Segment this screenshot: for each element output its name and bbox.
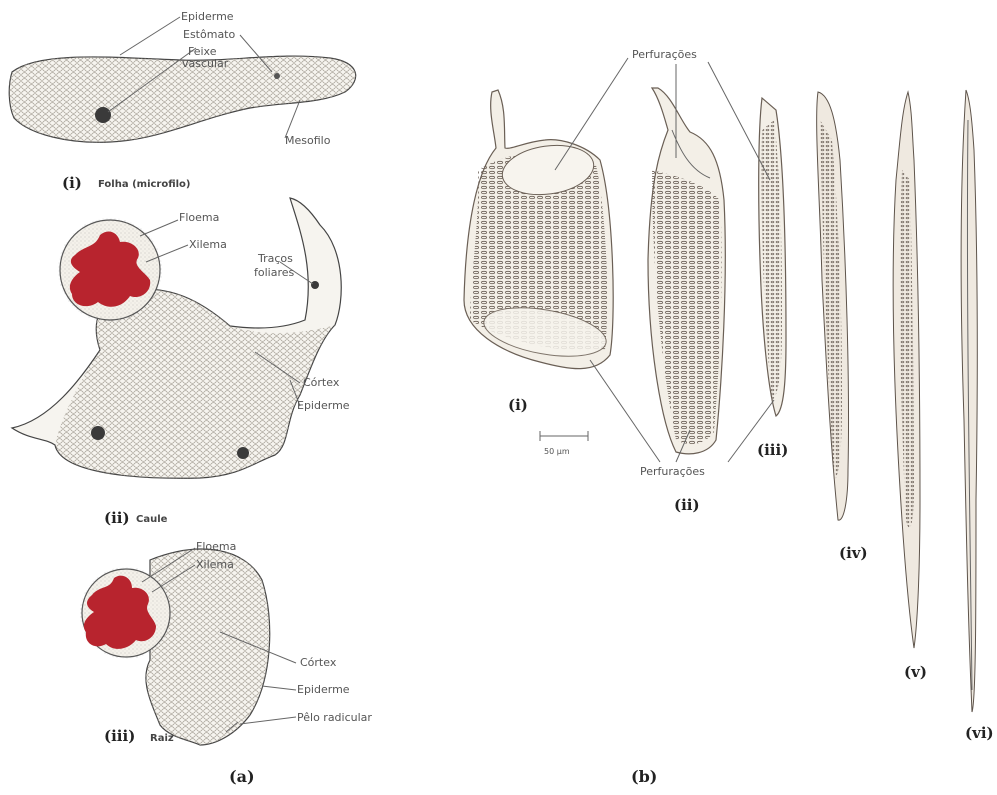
root-label-cortex: Córtex: [300, 656, 337, 669]
panel-a-label: (a): [229, 767, 255, 786]
vessel-element-i: [464, 90, 613, 369]
numeral-iv: (iv): [839, 544, 868, 562]
vascular-bundle-dot: [95, 107, 111, 123]
perforacoes-bottom-label: Perfurações: [640, 465, 705, 478]
stem-label-cortex: Córtex: [303, 376, 340, 389]
scale-bar: [540, 431, 588, 441]
stem-label-floema: Floema: [179, 211, 219, 224]
root-label-epiderme: Epiderme: [297, 683, 350, 696]
leaf-caption: Folha (microfilo): [98, 179, 191, 190]
numeral-iii: (iii): [757, 441, 788, 459]
scale-bar-label: 50 µm: [544, 447, 570, 456]
numeral-ii: (ii): [674, 496, 700, 514]
stomate-dot: [274, 73, 280, 79]
root-cross-section: [80, 549, 270, 745]
tracheid-iv: [817, 92, 849, 520]
leaf-numeral: (i): [62, 174, 82, 192]
root-label-floema: Floema: [196, 540, 236, 553]
stem-label-tracos-1: Traços: [257, 252, 293, 265]
leaf-label-epiderme: Epiderme: [181, 10, 234, 23]
root-label-xilema: Xilema: [196, 558, 234, 571]
stem-numeral: (ii): [104, 509, 130, 527]
stem-caption: Caule: [136, 514, 168, 525]
leaf-label-feixe-2: vascular: [182, 57, 229, 70]
root-label-pelo: Pêlo radicular: [297, 711, 372, 724]
leaf-label-mesofilo: Mesofilo: [285, 134, 331, 147]
stem-label-tracos-2: foliares: [254, 266, 295, 279]
stem-label-xilema: Xilema: [189, 238, 227, 251]
root-numeral: (iii): [104, 727, 135, 745]
numeral-vi: (vi): [965, 724, 994, 742]
numeral-i: (i): [508, 396, 528, 414]
tracheid-vi: [961, 90, 977, 712]
vessel-element-ii: [648, 88, 725, 454]
root-caption: Raiz: [150, 733, 174, 744]
panel-b-label: (b): [631, 767, 657, 786]
numeral-v: (v): [904, 663, 927, 681]
vessel-element-iii: [759, 98, 786, 416]
perforacoes-top-label: Perfurações: [632, 48, 697, 61]
stem-label-epiderme: Epiderme: [297, 399, 350, 412]
tracheid-v: [893, 92, 920, 648]
leaf-label-estomato: Estômato: [183, 28, 235, 41]
stem-cross-section: [12, 198, 341, 478]
